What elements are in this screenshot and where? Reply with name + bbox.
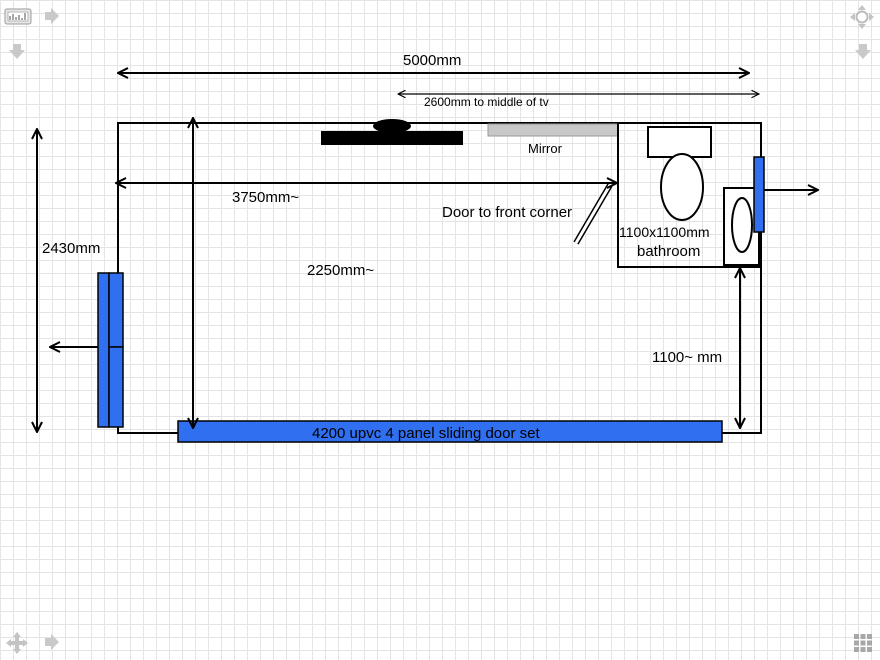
tv-stand[interactable]	[373, 119, 411, 133]
sliding-door-set[interactable]	[177, 420, 723, 443]
label-height[interactable]: 2430mm	[42, 240, 101, 257]
toilet-bowl[interactable]	[660, 153, 704, 221]
arrow-right-icon[interactable]	[42, 633, 60, 651]
toilet-cistern[interactable]	[647, 126, 712, 158]
label-door-note[interactable]: Door to front corner	[442, 204, 573, 221]
pan-control-icon[interactable]	[849, 4, 875, 30]
arrow-down-icon[interactable]	[854, 42, 872, 60]
grid-icon[interactable]	[853, 633, 873, 653]
left-window-inner-top[interactable]	[108, 272, 124, 348]
sink-basin[interactable]	[731, 197, 753, 253]
label-gap[interactable]: 1100~ mm	[652, 349, 723, 366]
label-total-width[interactable]: 5000mm	[403, 52, 462, 69]
label-tv-distance[interactable]: 2600mm to middle of tv	[424, 95, 549, 109]
label-sliding-door[interactable]: 4200 upvc 4 panel sliding door set	[312, 425, 540, 442]
left-window-inner-bottom[interactable]	[108, 346, 124, 428]
tv[interactable]	[321, 131, 463, 145]
move-icon[interactable]	[5, 631, 29, 655]
shape-library-icon[interactable]	[4, 6, 32, 26]
arrow-right-icon[interactable]	[42, 7, 60, 25]
label-inner-width[interactable]: 3750mm~	[232, 189, 300, 206]
mirror[interactable]	[487, 123, 619, 137]
arrow-down-icon[interactable]	[8, 42, 26, 60]
label-inner-depth[interactable]: 2250mm~	[307, 262, 375, 279]
door-leaf-inner	[574, 184, 612, 244]
label-bathroom-size[interactable]: 1100x1100mm	[619, 224, 710, 240]
label-bathroom-name[interactable]: bathroom	[637, 243, 701, 260]
label-mirror[interactable]: Mirror	[528, 141, 562, 156]
left-window-outer[interactable]	[97, 272, 110, 428]
bathroom-window[interactable]	[753, 156, 765, 233]
